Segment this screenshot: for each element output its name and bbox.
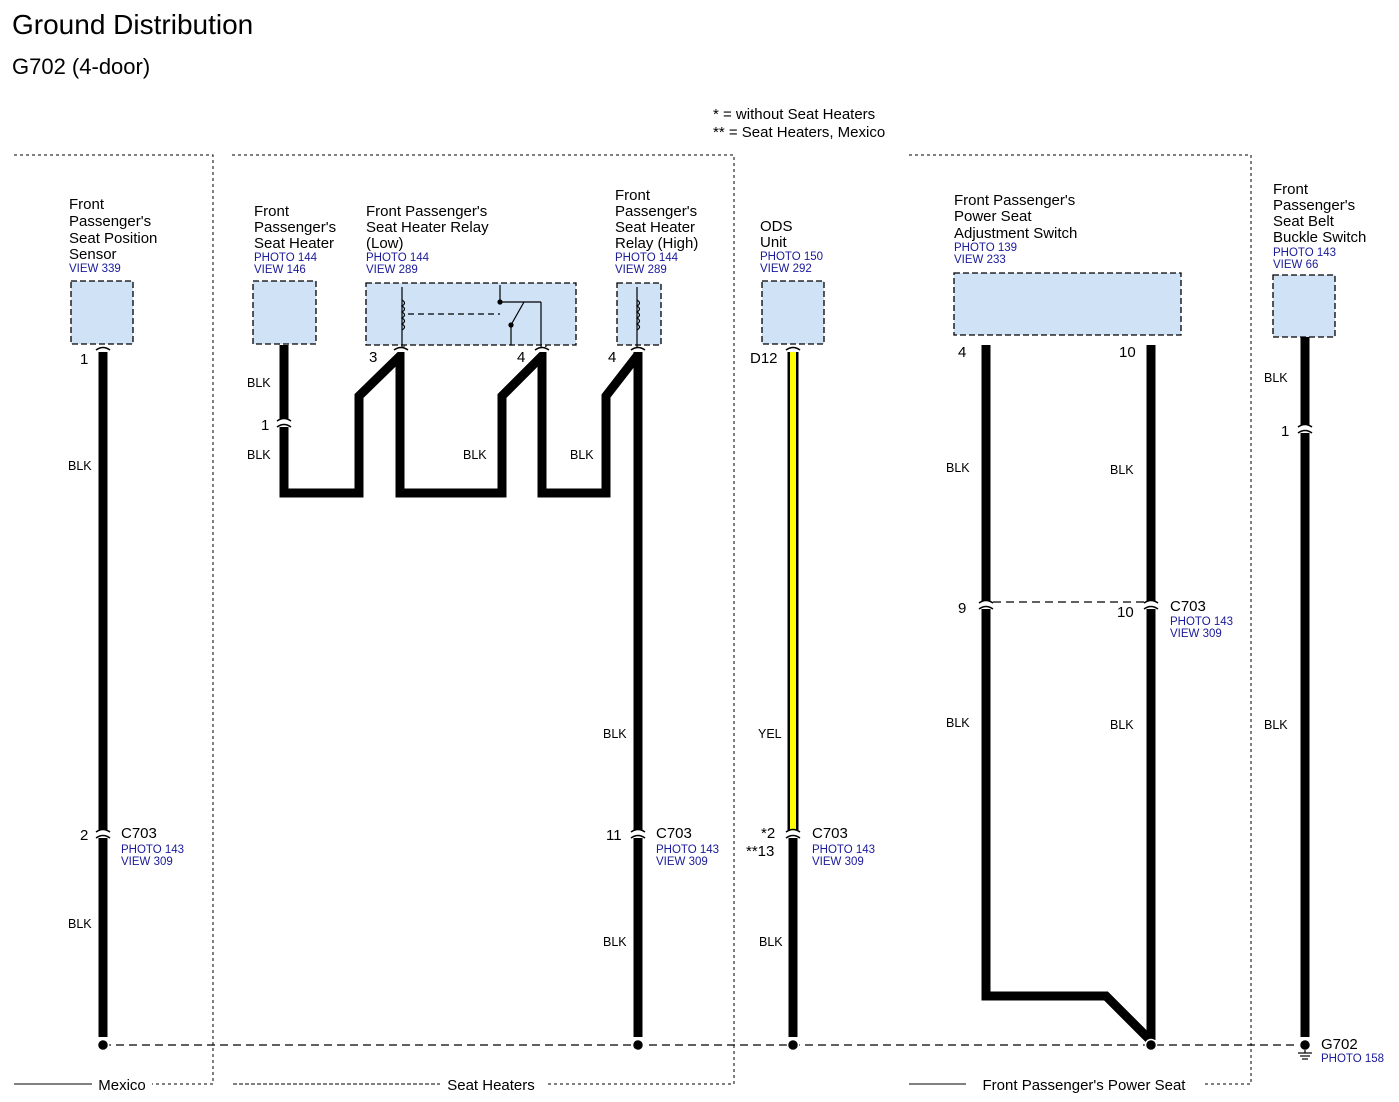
relay-low-photo-ref: PHOTO 144 — [366, 252, 430, 264]
wire-color-label: BLK — [68, 917, 92, 931]
c703-name: C703 — [656, 825, 692, 842]
pin-ods-c703-2: *2 — [761, 825, 775, 842]
power-seat-switch-photo-ref: PHOTO 139 — [954, 242, 1017, 254]
section-box-mexico — [14, 154, 214, 1085]
section-label-mexico: Mexico — [98, 1077, 146, 1094]
wire-color-label: BLK — [247, 376, 271, 390]
note-seat-heaters-mexico: ** = Seat Heaters, Mexico — [713, 124, 885, 141]
wires — [98, 337, 1310, 1044]
note-without-seat-heaters: * = without Seat Heaters — [713, 106, 875, 123]
c703-photo-ref: PHOTO 143 — [1170, 616, 1233, 628]
ground-symbol-icon — [1298, 1050, 1312, 1060]
c703-view-ref: VIEW 309 — [656, 856, 708, 868]
pin-switch-c703-10: 10 — [1117, 604, 1134, 621]
c703-name: C703 — [1170, 598, 1206, 615]
wire-color-label: BLK — [463, 448, 487, 462]
ods-unit-box — [761, 280, 825, 345]
pin-buckle-1: 1 — [1281, 423, 1289, 440]
inline-connector-marks — [95, 417, 1313, 839]
c703-view-ref: VIEW 309 — [1170, 628, 1222, 640]
ground-g702-label: G702 — [1321, 1036, 1358, 1053]
wire-color-label: BLK — [570, 448, 594, 462]
seat-belt-buckle-box — [1272, 274, 1336, 338]
section-box-seat-heaters — [232, 154, 735, 1085]
page-title: Ground Distribution — [12, 9, 253, 40]
page-subtitle: G702 (4-door) — [12, 54, 150, 79]
c703-name: C703 — [121, 825, 157, 842]
wire-switch-pin4 — [981, 345, 1154, 1044]
c703-labels: C703 PHOTO 143 VIEW 309 C703 PHOTO 143 V… — [121, 598, 1233, 868]
pin-relay-low-3: 3 — [369, 349, 377, 366]
section-box-power-seat — [909, 154, 1252, 1085]
section-boundaries — [14, 154, 1252, 1085]
wire-color-label: BLK — [1110, 463, 1134, 477]
c703-photo-ref: PHOTO 143 — [656, 844, 719, 856]
wire-color-labels: BLK BLK BLK BLK BLK BLK BLK BLK YEL BLK … — [68, 371, 1288, 949]
pin-relay-low-4: 4 — [517, 349, 525, 366]
seat-heater-photo-ref: PHOTO 144 — [254, 252, 318, 264]
c703-photo-ref: PHOTO 143 — [812, 844, 875, 856]
pin-relay-high-c703-11: 11 — [606, 827, 622, 844]
wire-color-label: BLK — [603, 935, 627, 949]
pin-switch-c703-9: 9 — [958, 600, 966, 617]
connector-marks — [95, 346, 1313, 839]
ods-unit-photo-ref: PHOTO 150 — [760, 251, 823, 263]
section-label-power-seat: Front Passenger's Power Seat — [983, 1077, 1187, 1094]
pin-marks-top — [95, 346, 801, 352]
seat-belt-buckle-view-ref: VIEW 66 — [1273, 259, 1318, 271]
pin-switch-4: 4 — [958, 344, 966, 361]
seat-heater-view-ref: VIEW 146 — [254, 264, 306, 276]
seat-heater-label: Front Passenger's Seat Heater — [254, 203, 340, 252]
ground-g702-photo-ref: PHOTO 158 — [1321, 1053, 1384, 1065]
seat-position-sensor-box — [70, 280, 134, 345]
seat-heater-box — [252, 280, 317, 345]
ods-unit-view-ref: VIEW 292 — [760, 263, 812, 275]
power-seat-switch-view-ref: VIEW 233 — [954, 254, 1006, 266]
pin-ods-d12: D12 — [750, 350, 778, 367]
wire-color-label: BLK — [1110, 718, 1134, 732]
relay-high-view-ref: VIEW 289 — [615, 264, 667, 276]
ground-splices — [96, 1038, 1312, 1052]
pin-heater-1: 1 — [261, 417, 269, 434]
pin-numbers: 1 2 1 3 4 4 11 D12 *2 **13 4 10 9 10 1 — [80, 344, 1289, 860]
component-boxes — [70, 272, 1336, 346]
section-label-seat-heaters: Seat Heaters — [447, 1077, 535, 1094]
relay-low-label: Front Passenger's Seat Heater Relay (Low… — [366, 203, 493, 252]
power-seat-switch-box — [953, 272, 1182, 336]
pin-ods-c703-13: **13 — [746, 843, 774, 860]
pin-relay-high-4: 4 — [608, 349, 616, 366]
pin-sps-c703-2: 2 — [80, 827, 88, 844]
relay-low-internals — [400, 285, 542, 348]
c703-name: C703 — [812, 825, 848, 842]
pin-switch-10: 10 — [1119, 344, 1136, 361]
wire-color-label: BLK — [759, 935, 783, 949]
relay-high-label: Front Passenger's Seat Heater Relay (Hig… — [615, 187, 701, 252]
wire-color-label: BLK — [946, 461, 970, 475]
relay-high-internals — [635, 287, 641, 348]
wire-color-label: BLK — [68, 459, 92, 473]
seat-belt-buckle-photo-ref: PHOTO 143 — [1273, 247, 1336, 259]
wire-seat-heater-chain — [279, 345, 641, 498]
wire-color-label: BLK — [1264, 718, 1288, 732]
wire-color-label: BLK — [1264, 371, 1288, 385]
wire-color-label: BLK — [946, 716, 970, 730]
wire-color-label: YEL — [758, 727, 782, 741]
ods-unit-label: ODS Unit — [760, 218, 797, 251]
seat-position-sensor-label: Front Passenger's Seat Position Sensor — [69, 196, 162, 263]
wire-color-label: BLK — [247, 448, 271, 462]
wire-color-label: BLK — [603, 727, 627, 741]
pin-sps-1: 1 — [80, 351, 88, 368]
seat-position-sensor-view-ref: VIEW 339 — [69, 263, 121, 275]
c703-view-ref: VIEW 309 — [121, 856, 173, 868]
c703-view-ref: VIEW 309 — [812, 856, 864, 868]
c703-photo-ref: PHOTO 143 — [121, 844, 184, 856]
seat-belt-buckle-label: Front Passenger's Seat Belt Buckle Switc… — [1273, 181, 1366, 246]
relay-high-photo-ref: PHOTO 144 — [615, 252, 679, 264]
relay-low-view-ref: VIEW 289 — [366, 264, 418, 276]
power-seat-switch-label: Front Passenger's Power Seat Adjustment … — [954, 192, 1079, 242]
